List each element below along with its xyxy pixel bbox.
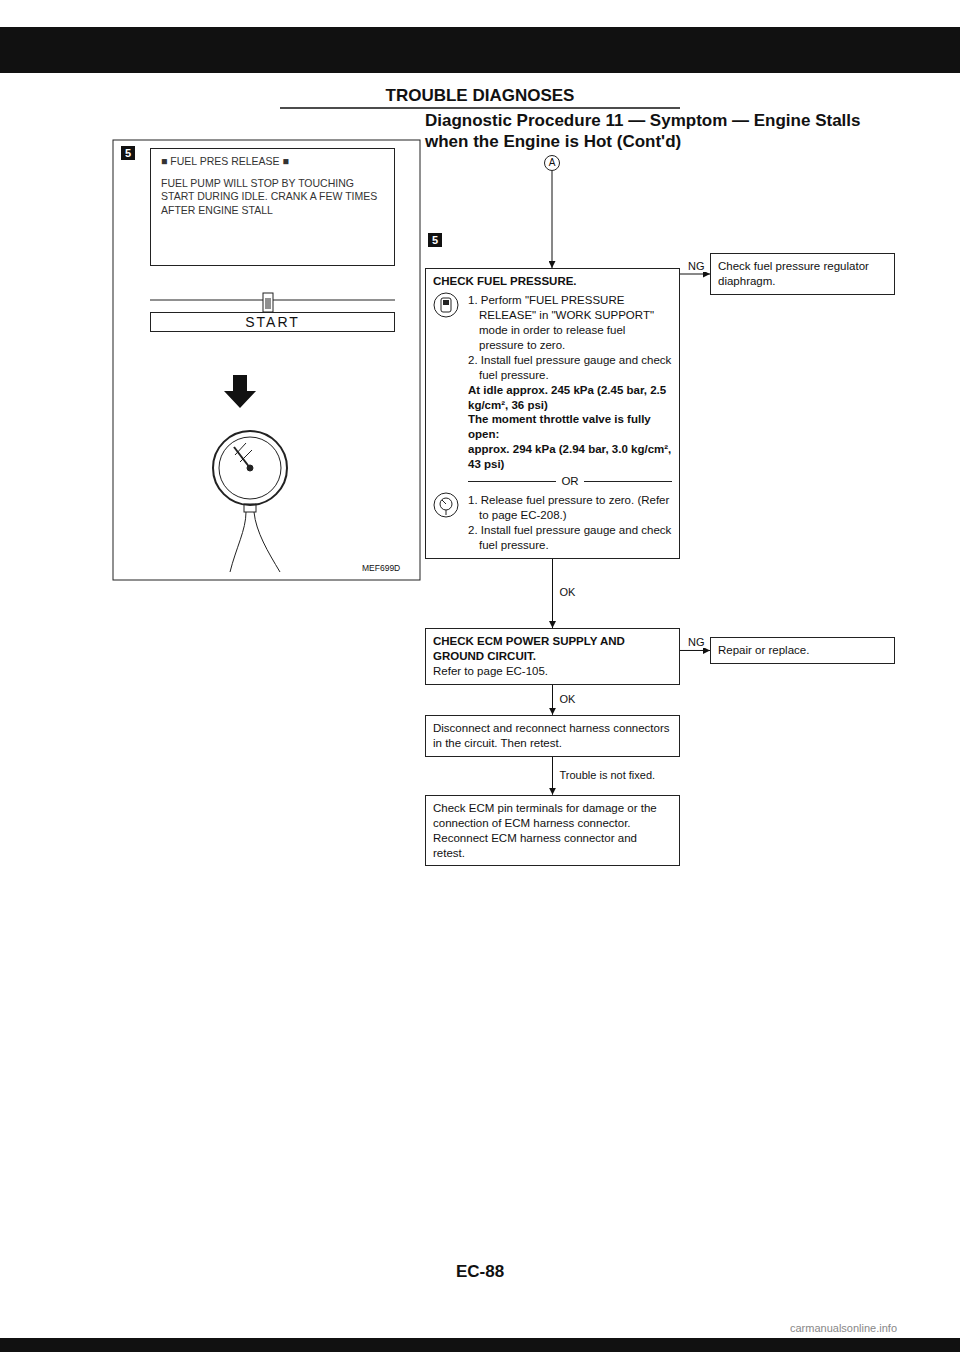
edge-label: Trouble is not fixed. [558, 769, 658, 781]
watermark: carmanualsonline.info [790, 1322, 897, 1334]
box-text: At idle approx. 245 kPa (2.45 bar, 2.5 k… [433, 383, 672, 413]
box-heading: Check ECM pin terminals for damage or th… [433, 801, 672, 861]
pressure-gauge [213, 431, 287, 572]
header-rule [280, 107, 680, 109]
display-screen: ■ FUEL PRES RELEASE ■ FUEL PUMP WILL STOP… [150, 148, 395, 266]
consult-icon [432, 291, 460, 319]
box-heading: Repair or replace. [718, 643, 887, 658]
edge-label: NG [686, 636, 707, 648]
box-text: 2. Install fuel pressure gauge and check… [433, 523, 672, 553]
action-box: Check ECM pin terminals for damage or th… [425, 795, 680, 867]
bottom-band [0, 1338, 960, 1352]
box-text: FUEL PUMP WILL STOP BY TOUCHING START DU… [161, 177, 384, 218]
box-text: 2. Install fuel pressure gauge and check… [433, 353, 672, 383]
edge-label: NG [686, 260, 707, 272]
rule [468, 481, 556, 482]
box-heading: CHECK ECM POWER SUPPLY AND GROUND CIRCUI… [433, 634, 672, 664]
down-arrow [224, 375, 256, 408]
touch-tab [263, 293, 273, 312]
flow-arrow [680, 274, 710, 275]
top-band [0, 27, 960, 73]
figure-code: MEF699D [362, 563, 400, 573]
result-box: Check fuel pressure regulator diaphragm. [710, 253, 895, 295]
flow-arrow [552, 171, 553, 268]
edge-label: OK [558, 693, 578, 705]
box-heading: ■ FUEL PRES RELEASE ■ [161, 155, 384, 169]
connector-circle: A [544, 155, 560, 171]
result-box: Repair or replace. [710, 637, 895, 664]
box-heading: A [545, 156, 559, 170]
box-heading: Disconnect and reconnect harness connect… [433, 721, 672, 751]
or-text: OR [556, 474, 583, 489]
procedure-title: Diagnostic Procedure 11 — Symptom — Engi… [425, 110, 897, 152]
box-text: 1. Perform "FUEL PRESSURE RELEASE" in "W… [433, 293, 672, 353]
flow-arrow [680, 650, 710, 651]
box-heading: CHECK FUEL PRESSURE. [433, 274, 672, 289]
box-heading: START [155, 314, 390, 330]
figure-frame [113, 140, 420, 580]
flow-arrow [552, 685, 553, 715]
callout-number: 5 [428, 233, 442, 247]
box-heading: Check fuel pressure regulator diaphragm. [718, 259, 887, 289]
start-button: START [150, 312, 395, 332]
edge-label: OK [558, 586, 578, 598]
section-header: TROUBLE DIAGNOSES [280, 86, 680, 106]
box-text: The moment throttle valve is fully open: [433, 412, 672, 442]
callout-number: 5 [121, 146, 135, 160]
check-box: CHECK ECM POWER SUPPLY AND GROUND CIRCUI… [425, 628, 680, 685]
rule [584, 481, 672, 482]
box-text: 1. Release fuel pressure to zero. (Refer… [433, 493, 672, 523]
check-box: CHECK FUEL PRESSURE. 1. Perform "FUEL PRE… [425, 268, 680, 559]
flow-arrow [552, 559, 553, 628]
action-box: Disconnect and reconnect harness connect… [425, 715, 680, 757]
box-text: Refer to page EC-105. [433, 664, 672, 679]
page-number: EC-88 [280, 1262, 680, 1282]
gauge-icon [432, 491, 460, 519]
flow-arrow [552, 757, 553, 795]
box-text: approx. 294 kPa (2.94 bar, 3.0 kg/cm², 4… [433, 442, 672, 472]
